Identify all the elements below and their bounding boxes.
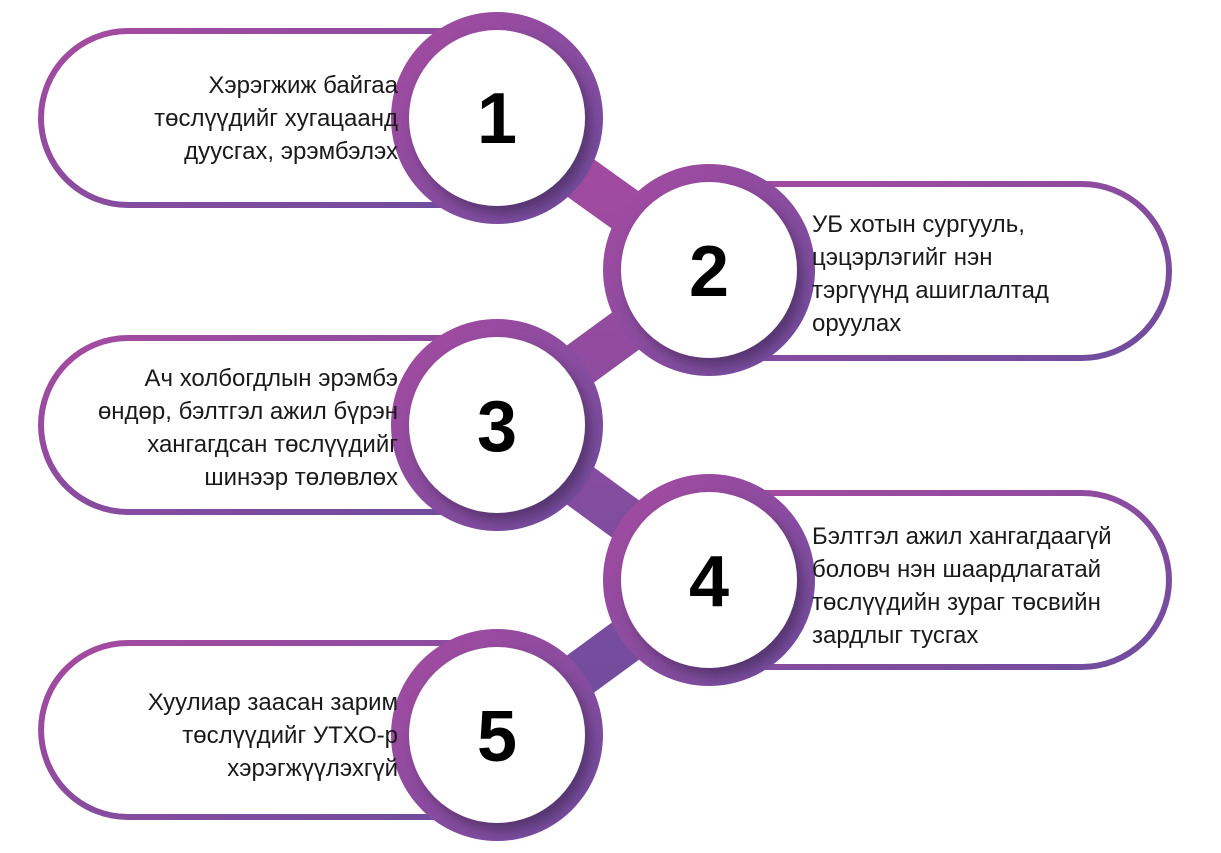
- text-line: хангагдсан төслүүдийг: [147, 431, 398, 458]
- step-1-text: Хэрэгжиж байгаа төслүүдийг хугацаанд дуу…: [154, 72, 399, 165]
- step-1-pill: [38, 28, 500, 208]
- text-line: тэргүүнд ашиглалтад: [812, 277, 1049, 304]
- text-line: төслүүдийг УТХО-р: [182, 722, 398, 749]
- step-4-circle: [621, 492, 797, 668]
- step-3-number: 3: [477, 387, 517, 467]
- step-2-text: УБ хотын сургууль, цэцэрлэгийг нэн тэргү…: [812, 211, 1049, 337]
- step-2-circle: [621, 182, 797, 358]
- step-5-circle: [409, 647, 585, 823]
- text-line: Бэлтгэл ажил хангагдаагүй: [812, 523, 1112, 550]
- step-2-pill: [700, 181, 1172, 361]
- text-line: төслүүдийг хугацаанд: [154, 105, 398, 132]
- text-line: Хэрэгжиж байгаа: [208, 72, 398, 99]
- step-1-circle: [409, 30, 585, 206]
- text-line: Хуулиар заасан зарим: [148, 689, 398, 716]
- text-line: зардлыг тусгах: [812, 622, 978, 649]
- text-line: хэрэгжүүлэхгүй: [227, 755, 398, 782]
- step-3-text: Ач холбогдлын эрэмбэ өндөр, бэлтгэл ажил…: [98, 365, 398, 491]
- step-1-number: 1: [477, 79, 517, 159]
- step-5-pill: [38, 640, 500, 820]
- text-line: оруулах: [812, 310, 901, 337]
- step-4-pill: [700, 490, 1172, 670]
- text-line: өндөр, бэлтгэл ажил бүрэн: [98, 398, 398, 425]
- step-2-number: 2: [689, 232, 729, 312]
- text-line: төслүүдийн зураг төсвийн: [812, 589, 1101, 616]
- step-5-number: 5: [477, 697, 517, 777]
- text-line: Ач холбогдлын эрэмбэ: [145, 365, 398, 392]
- text-line: шинээр төлөвлөх: [204, 464, 398, 491]
- step-5-text: Хуулиар заасан зарим төслүүдийг УТХО-р х…: [148, 689, 398, 782]
- step-4-number: 4: [689, 542, 729, 622]
- text-line: боловч нэн шаардлагатай: [812, 556, 1101, 583]
- text-line: УБ хотын сургууль,: [812, 211, 1025, 238]
- step-4-text: Бэлтгэл ажил хангагдаагүй боловч нэн шаа…: [812, 523, 1112, 649]
- step-3-circle: [409, 337, 585, 513]
- step-3-pill: [38, 335, 500, 515]
- text-line: дуусгах, эрэмбэлэх: [184, 138, 398, 165]
- text-line: цэцэрлэгийг нэн: [812, 244, 993, 271]
